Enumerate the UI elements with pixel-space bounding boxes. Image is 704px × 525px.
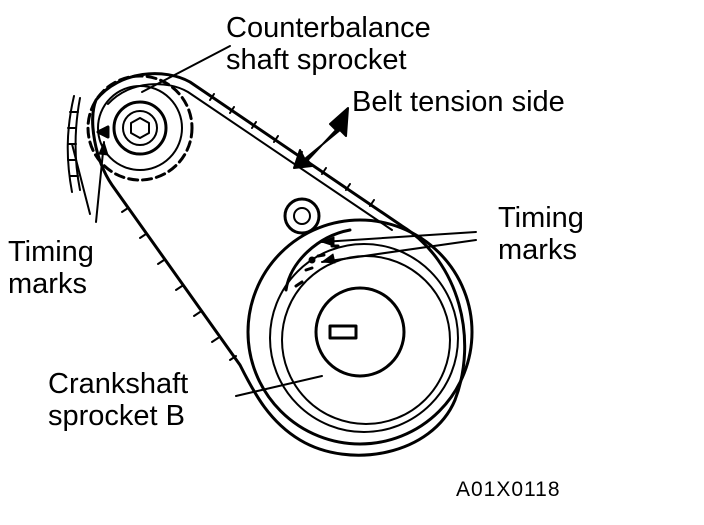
timing-marks-right-leader-2 bbox=[321, 239, 477, 263]
crankshaft-sprocket-label: Crankshaft sprocket B bbox=[48, 368, 188, 433]
timing-marks-right-line1: Timing bbox=[498, 202, 584, 234]
tensioner-pulley-hub bbox=[293, 207, 311, 225]
counterbalance-leader bbox=[141, 45, 231, 93]
timing-marks-right-arrowhead-2 bbox=[321, 253, 336, 264]
crankshaft-timing-mark bbox=[308, 256, 316, 264]
timing-belt bbox=[91, 72, 467, 457]
crankshaft-label-line1: Crankshaft bbox=[48, 368, 189, 400]
crankshaft-sprocket-outer bbox=[246, 218, 474, 446]
crankshaft-keyway bbox=[328, 324, 358, 340]
crankshaft-teeth-segment bbox=[284, 228, 352, 292]
timing-belt-inner-edge bbox=[107, 83, 393, 231]
timing-marks-left-label: Timing marks bbox=[8, 236, 94, 301]
crankshaft-sprocket-ring-2 bbox=[281, 255, 451, 425]
belt-tension-side-label: Belt tension side bbox=[352, 86, 565, 118]
counterbalance-label: Counterbalance shaft sprocket bbox=[226, 12, 431, 77]
timing-marks-left-line1: Timing bbox=[8, 236, 94, 268]
timing-scale-ticks bbox=[67, 111, 79, 177]
belt-tooth-marks bbox=[121, 93, 375, 361]
crankshaft-sprocket-ring-1 bbox=[269, 243, 459, 433]
belt-tension-side-text: Belt tension side bbox=[352, 86, 565, 118]
counterbalance-sprocket-hub bbox=[112, 100, 168, 156]
crankshaft-leader bbox=[235, 375, 323, 397]
counterbalance-bolt-head bbox=[130, 117, 150, 139]
counterbalance-sprocket-outer bbox=[86, 74, 194, 182]
timing-marks-left-leader-2 bbox=[71, 143, 91, 215]
timing-marks-right-arrowhead-1 bbox=[321, 236, 335, 247]
crankshaft-bore bbox=[314, 286, 406, 378]
counterbalance-label-line1: Counterbalance bbox=[226, 12, 431, 44]
tensioner-pulley bbox=[283, 197, 321, 235]
crankshaft-label-line2: sprocket B bbox=[48, 400, 185, 433]
timing-marks-right-line2: marks bbox=[498, 234, 577, 267]
timing-marks-right-leader-1 bbox=[321, 231, 477, 243]
counterbalance-timing-mark bbox=[96, 125, 110, 139]
counterbalance-sprocket-rim bbox=[97, 85, 183, 171]
figure-code: A01X0118 bbox=[456, 478, 561, 501]
timing-marks-left-arrowhead bbox=[98, 141, 109, 156]
belt-tension-arrow bbox=[293, 107, 349, 169]
counterbalance-label-line2: shaft sprocket bbox=[226, 44, 407, 77]
counterbalance-bolt-ring bbox=[122, 110, 158, 146]
timing-marks-left-leader-1 bbox=[95, 141, 105, 223]
timing-marks-right-label: Timing marks bbox=[498, 202, 584, 267]
timing-marks-left-line2: marks bbox=[8, 268, 87, 301]
